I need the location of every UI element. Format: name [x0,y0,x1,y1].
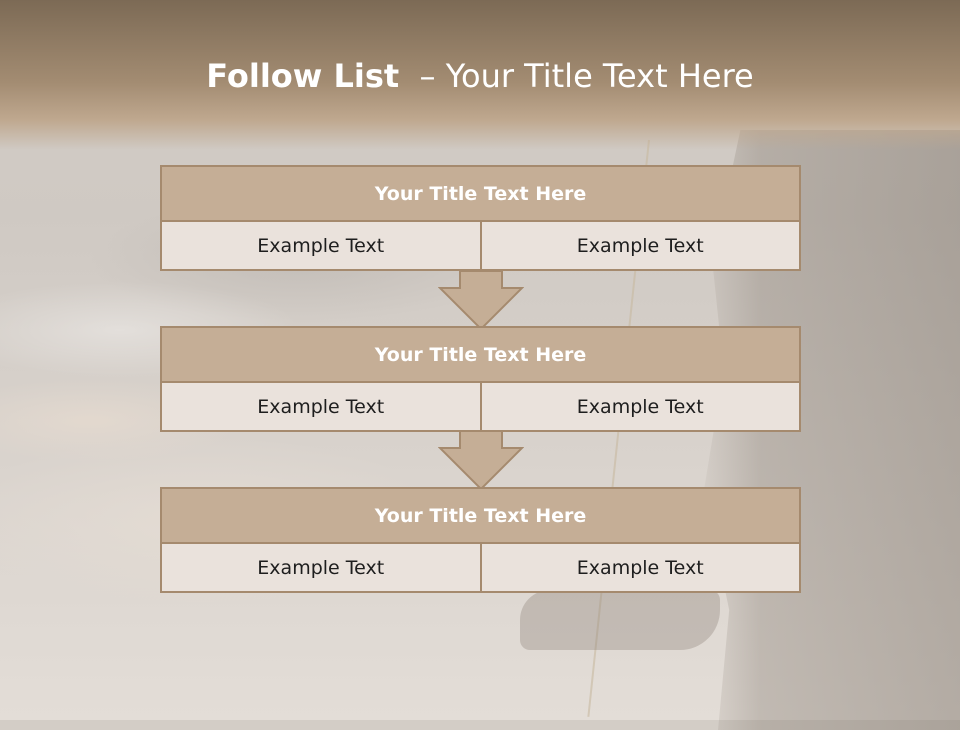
list-block-1: Your Title Text Here Example Text Exampl… [160,165,801,271]
block-cell-right: Example Text [481,544,801,593]
block-row: Example Text Example Text [160,544,801,593]
block-cell-right: Example Text [481,222,801,271]
page-title-rest: – Your Title Text Here [399,57,754,95]
block-row: Example Text Example Text [160,383,801,432]
down-arrow-icon [438,271,524,331]
block-cell-left: Example Text [160,383,482,432]
block-row: Example Text Example Text [160,222,801,271]
block-title: Your Title Text Here [160,165,801,222]
block-cell-right: Example Text [481,383,801,432]
page-title-bold: Follow List [206,57,400,95]
list-block-3: Your Title Text Here Example Text Exampl… [160,487,801,593]
page-title: Follow List – Your Title Text Here [0,52,960,100]
header-band [0,0,960,150]
down-arrow-icon [438,431,524,491]
block-title: Your Title Text Here [160,487,801,544]
block-cell-left: Example Text [160,544,482,593]
background-climber [520,590,720,650]
list-block-2: Your Title Text Here Example Text Exampl… [160,326,801,432]
block-title: Your Title Text Here [160,326,801,383]
block-cell-left: Example Text [160,222,482,271]
